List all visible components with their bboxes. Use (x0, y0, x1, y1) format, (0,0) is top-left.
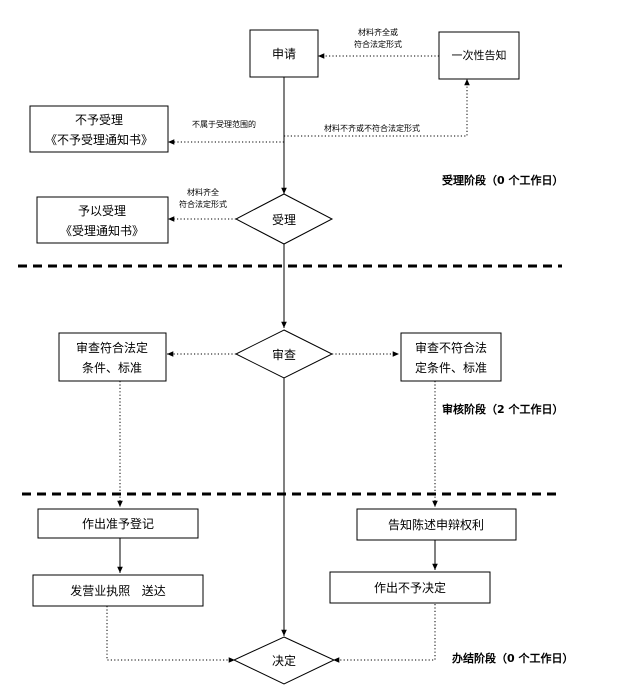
label-materials-incomplete: 材料不齐或不符合法定形式 (324, 123, 420, 133)
stage-completion-label: 办结阶段（0 个工作日） (452, 651, 573, 665)
node-decision-label: 决定 (272, 653, 296, 668)
edge-deny-to-decision (333, 604, 436, 663)
node-review-pass-line-1: 审查符合法定 (76, 340, 148, 355)
node-one-time-notice-label: 一次性告知 (452, 48, 507, 62)
label-materials-complete-2: 符合法定形式 (354, 39, 402, 49)
node-issue-license-label: 发营业执照 送达 (70, 583, 165, 598)
node-reject: 不予受理 《不予受理通知书》 (29, 105, 169, 153)
node-issue-license: 发营业执照 送达 (32, 574, 204, 607)
node-one-time-notice: 一次性告知 (438, 31, 520, 80)
node-decision: 决定 (232, 636, 336, 685)
node-accept-label: 受理 (272, 213, 296, 227)
node-review-pass: 审查符合法定 条件、标准 (58, 332, 167, 382)
node-review-label: 审查 (272, 347, 296, 362)
node-apply-label: 申请 (272, 47, 296, 61)
stage-review-label: 审核阶段（2 个工作日） (442, 402, 563, 416)
label-materials-ok-2: 符合法定形式 (179, 199, 227, 209)
edge-to-notice (284, 79, 470, 137)
node-review: 审查 (234, 329, 334, 379)
node-review-fail-line-1: 审查不符合法 (415, 340, 487, 355)
node-deny-decision: 作出不予决定 (329, 571, 491, 604)
node-review-pass-line-2: 条件、标准 (82, 361, 142, 375)
node-deny-decision-label: 作出不予决定 (374, 580, 446, 595)
node-inform-rights-label: 告知陈述申辩权利 (388, 517, 484, 532)
node-reject-line-2: 《不予受理通知书》 (45, 133, 153, 147)
node-accept-notice-line-1: 予以受理 (78, 204, 126, 218)
node-accept: 受理 (234, 193, 334, 245)
node-review-fail-line-2: 定条件、标准 (415, 360, 487, 375)
node-review-fail: 审查不符合法 定条件、标准 (400, 332, 502, 382)
label-not-in-scope: 不属于受理范围的 (192, 119, 256, 129)
node-grant-registration: 作出准予登记 (37, 508, 199, 539)
node-apply: 申请 (249, 29, 319, 78)
edge-license-to-decision (106, 606, 235, 663)
label-materials-complete-1: 材料齐全或 (358, 27, 398, 37)
label-materials-ok-1: 材料齐全 (187, 187, 219, 197)
node-inform-rights: 告知陈述申辩权利 (356, 508, 517, 541)
node-reject-line-1: 不予受理 (75, 113, 123, 127)
stage-acceptance-label: 受理阶段（0 个工作日） (442, 173, 563, 187)
node-accept-notice: 予以受理 《受理通知书》 (36, 196, 169, 244)
node-accept-notice-line-2: 《受理通知书》 (60, 224, 144, 238)
node-grant-registration-label: 作出准予登记 (82, 516, 154, 531)
